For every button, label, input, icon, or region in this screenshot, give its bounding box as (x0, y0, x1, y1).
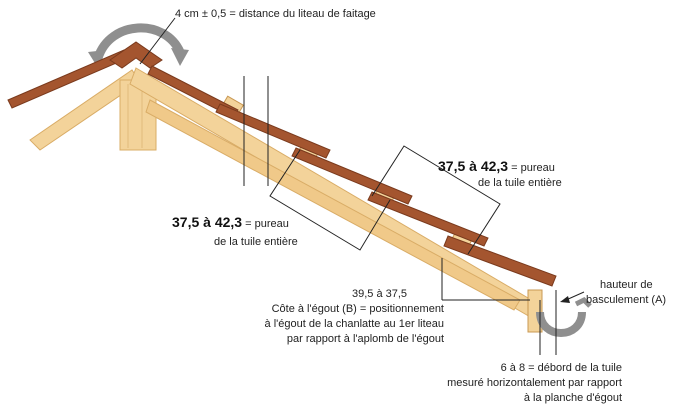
ridge-curved-arrow (93, 23, 185, 63)
eaves-line3: par rapport à l'aplomb de l'égout (286, 333, 444, 345)
ridge-arrow-head-right (171, 48, 189, 66)
pureau-upper-text: = pureau (511, 162, 555, 174)
pureau-lower-bracket (269, 149, 391, 251)
pureau-lower-text: = pureau (245, 218, 289, 230)
overhang-line3: à la planche d'égout (523, 392, 622, 404)
ridge-distance-label: 4 cm ± 0,5 = distance du liteau de faita… (175, 8, 376, 20)
pureau-upper-bracket (371, 145, 501, 255)
right-tile-rows (147, 65, 557, 287)
eaves-line2: à l'égout de la chanlatte au 1er liteau (264, 318, 444, 330)
pureau-lower-value: 37,5 à 42,3 (172, 214, 243, 230)
gutter (536, 311, 586, 337)
eaves-line1: Côte à l'égout (B) = positionnement (271, 303, 444, 315)
tilt-height-line2: basculement (A) (586, 294, 667, 306)
pureau-upper-label: 37,5 à 42,3 = pureau (438, 158, 555, 175)
pureau-upper-line2: de la tuile entière (478, 177, 562, 189)
ridge-arrow-head-left (88, 50, 106, 68)
pureau-lower-line2: de la tuile entière (214, 236, 298, 248)
lower-rafter (145, 99, 521, 311)
pureau-lower-label: 37,5 à 42,3 = pureau (172, 214, 289, 231)
eaves-range-label: 39,5 à 37,5 (352, 288, 408, 300)
overhang-line1: 6 à 8 = débord de la tuile (500, 362, 622, 374)
ridge-leader (139, 17, 176, 65)
tilt-height-line1: hauteur de (600, 279, 653, 291)
ridge-cap (109, 41, 163, 69)
pureau-upper-value: 37,5 à 42,3 (438, 158, 509, 174)
tilt-arrow (565, 291, 585, 301)
overhang-line2: mesuré horizontalement par rapport (447, 377, 622, 389)
